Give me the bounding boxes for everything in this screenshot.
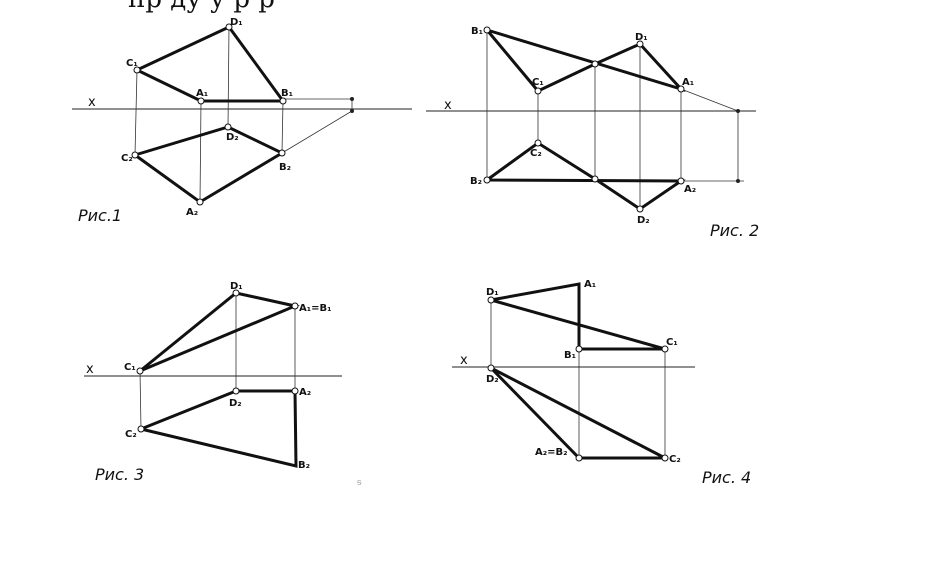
axis-label: x [444,98,452,113]
point-intersection-1 [591,60,599,68]
point-c2 [661,454,669,462]
point-intersection-2 [591,175,599,183]
point-d2 [224,123,232,131]
point-b1 [575,345,583,353]
point-d1 [232,289,240,297]
projection-polygon-2 [134,125,286,204]
caption-3: Рис. 3 [95,465,144,484]
label-a1: A₁ [584,279,596,290]
point-d1 [636,40,644,48]
projection-polygon-2 [486,141,686,211]
link-line-a [199,100,202,203]
label-c2: C₂ [121,153,133,164]
label-a1-b1: A₁=B₁ [299,303,332,314]
point-b1 [483,26,491,34]
label-c2: C₂ [530,148,542,159]
point-c2 [131,151,139,159]
label-b1: B₁ [281,88,293,99]
construction-point [350,97,354,101]
point-b2 [278,149,286,157]
link-line-c [134,69,138,156]
point-a2 [196,198,204,206]
point-c1 [661,345,669,353]
caption-2: Рис. 2 [710,221,759,240]
link-line-d [227,26,230,128]
figure-2: x B₁ C₁ D₁ A₁ C₂ B₂ [426,26,759,240]
label-a2: A₂ [684,184,696,195]
point-d2 [487,364,495,372]
point-b1 [279,97,287,105]
point-d2 [636,205,644,213]
link-line-b [281,100,284,154]
label-b2: B₂ [470,176,482,187]
label-a2: A₂ [299,387,311,398]
projection-polygon-2 [140,389,298,468]
point-a2 [677,177,685,185]
label-b1: B₁ [471,26,483,37]
label-a2-b2: A₂=B₂ [535,447,568,458]
axis-label: x [86,362,94,377]
label-d1: D₁ [230,17,243,28]
construction-point [350,109,354,113]
label-d2: D₂ [637,215,650,226]
label-b2: B₂ [279,162,291,173]
point-d2 [232,387,240,395]
construction-line [680,88,739,112]
point-c2 [534,139,542,147]
stray-mark: ᵴ [356,478,362,488]
point-d1 [487,296,495,304]
figure-1: x C₁ D₁ A₁ B₁ C₂ D₂ B₂ [72,17,412,225]
point-c2 [137,425,145,433]
projection-polygon-2 [489,366,666,460]
label-c1: C₁ [532,77,544,88]
point-a1 [677,85,685,93]
label-c1: C₁ [666,337,678,348]
point-c1 [136,367,144,375]
label-c1: C₁ [124,362,136,373]
label-c2: C₂ [669,454,681,465]
label-c2: C₂ [125,429,137,440]
label-c1: C₁ [126,58,138,69]
point-b2 [483,176,491,184]
label-b2: B₂ [298,460,310,471]
construction-point [736,109,740,113]
construction-point [736,179,740,183]
point-c1 [133,66,141,74]
label-d1: D₁ [230,281,243,292]
label-d1: D₁ [635,32,648,43]
label-a1: A₁ [682,77,694,88]
figure-4: x D₁ A₁ B₁ C₁ D₂ A₂=B₂ C₂ Рис. 4 [452,279,751,487]
point-a2-b2 [575,454,583,462]
projection-polygon-1 [136,25,286,103]
link-line-c [139,370,142,430]
axis-label: x [460,353,468,368]
projection-polygon-1 [139,291,300,373]
point-c1 [534,87,542,95]
label-d2: D₂ [486,374,499,385]
projection-polygon-1 [485,28,686,93]
page-heading: пр ду у р р [128,0,275,14]
point-a1-b1 [291,302,299,310]
point-a1 [197,97,205,105]
caption-1: Рис.1 [78,206,122,225]
label-a2: A₂ [186,207,198,218]
label-d1: D₁ [486,287,499,298]
construction-line [281,110,353,154]
point-d1 [225,23,233,31]
caption-4: Рис. 4 [702,468,751,487]
label-d2: D₂ [226,132,239,143]
axis-label: x [88,95,96,110]
label-d2: D₂ [229,398,242,409]
figure-3: x D₁ A₁=B₁ C₁ D₂ A₂ C₂ B₂ Рис. 3 ᵴ [84,281,362,488]
label-b1: B₁ [564,350,576,361]
projection-polygon-1 [490,282,666,351]
point-a2 [291,387,299,395]
label-a1: A₁ [196,88,208,99]
